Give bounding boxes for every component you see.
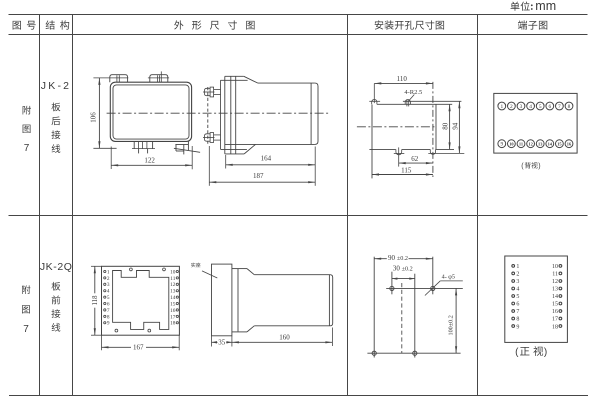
svg-text:1: 1 [516, 264, 519, 270]
svg-text:): ) [538, 163, 540, 170]
svg-text:2: 2 [107, 276, 110, 282]
svg-text:5: 5 [516, 294, 519, 300]
svg-text:110: 110 [397, 75, 408, 83]
svg-text:12: 12 [528, 141, 532, 146]
svg-text:90: 90 [388, 254, 396, 262]
svg-text:7: 7 [107, 308, 110, 314]
svg-text:14: 14 [552, 294, 558, 300]
svg-text:1: 1 [500, 104, 503, 110]
svg-text:13: 13 [170, 289, 176, 295]
svg-text:3: 3 [107, 282, 110, 288]
svg-text:9: 9 [107, 321, 110, 327]
svg-text:2: 2 [510, 104, 513, 110]
svg-text:4: 4 [107, 289, 110, 295]
svg-text:115: 115 [401, 166, 412, 174]
svg-text:6: 6 [516, 302, 519, 308]
svg-text:167: 167 [133, 343, 144, 351]
svg-text:16: 16 [567, 141, 572, 146]
svg-text:±0.2: ±0.2 [402, 266, 413, 273]
svg-text:12: 12 [552, 279, 558, 285]
svg-text:8: 8 [516, 317, 519, 323]
svg-text:30: 30 [393, 265, 401, 273]
svg-text:118: 118 [92, 295, 99, 306]
svg-text:187: 187 [253, 172, 264, 180]
svg-text:15: 15 [557, 141, 562, 146]
svg-text:35: 35 [218, 339, 226, 347]
svg-text:14: 14 [170, 295, 176, 301]
svg-text:4: 4 [529, 104, 532, 110]
svg-text:62: 62 [411, 155, 419, 163]
svg-text:11: 11 [170, 276, 175, 282]
svg-text:3: 3 [520, 104, 523, 110]
svg-text:4: 4 [516, 287, 519, 293]
svg-text:14: 14 [548, 141, 553, 146]
svg-text:4-R2.5: 4-R2.5 [404, 89, 422, 96]
svg-text:160: 160 [279, 333, 290, 341]
svg-text:2: 2 [516, 272, 519, 278]
svg-text:122: 122 [144, 157, 155, 165]
svg-text:15: 15 [552, 302, 558, 308]
svg-text:13: 13 [538, 141, 543, 146]
svg-text:100±0.2: 100±0.2 [448, 315, 455, 335]
svg-text:7: 7 [516, 309, 519, 315]
svg-text:7: 7 [24, 143, 30, 154]
svg-text:8: 8 [568, 104, 571, 110]
svg-text:106: 106 [89, 112, 97, 123]
svg-text:11: 11 [552, 272, 558, 278]
svg-text:12: 12 [170, 282, 176, 288]
svg-text:±0.2: ±0.2 [397, 255, 408, 262]
svg-text:mm: mm [535, 0, 556, 13]
svg-text:9: 9 [516, 324, 519, 330]
svg-text:5: 5 [539, 104, 542, 110]
svg-text:5: 5 [107, 295, 110, 301]
svg-text:(: ( [515, 347, 519, 358]
svg-text:15: 15 [170, 301, 176, 307]
svg-text:10: 10 [552, 264, 558, 270]
svg-text:7: 7 [558, 104, 561, 110]
svg-text:13: 13 [552, 287, 558, 293]
svg-text:JK-2: JK-2 [41, 80, 71, 92]
svg-text:9: 9 [500, 141, 503, 147]
svg-text:10: 10 [170, 269, 176, 275]
svg-text:8: 8 [107, 314, 110, 320]
svg-text:80: 80 [441, 122, 449, 130]
svg-text:): ) [544, 347, 547, 358]
svg-text:164: 164 [261, 154, 272, 162]
svg-text:3: 3 [516, 279, 519, 285]
svg-text:16: 16 [552, 309, 558, 315]
svg-text:φ5: φ5 [448, 273, 455, 280]
svg-text:4-: 4- [442, 273, 447, 280]
svg-text:11: 11 [519, 141, 523, 146]
svg-text:6: 6 [107, 301, 110, 307]
svg-text:7: 7 [23, 324, 29, 335]
svg-text:18: 18 [552, 324, 558, 330]
svg-text:16: 16 [170, 308, 176, 314]
svg-text:94: 94 [451, 122, 459, 130]
svg-text:17: 17 [552, 317, 558, 323]
svg-text:6: 6 [548, 104, 551, 110]
svg-text:(: ( [521, 163, 524, 170]
svg-text:1: 1 [107, 269, 110, 275]
svg-text:17: 17 [170, 314, 176, 320]
svg-text:JK-2Q: JK-2Q [40, 261, 73, 273]
svg-text:10: 10 [509, 141, 514, 146]
svg-text:18: 18 [170, 321, 176, 327]
